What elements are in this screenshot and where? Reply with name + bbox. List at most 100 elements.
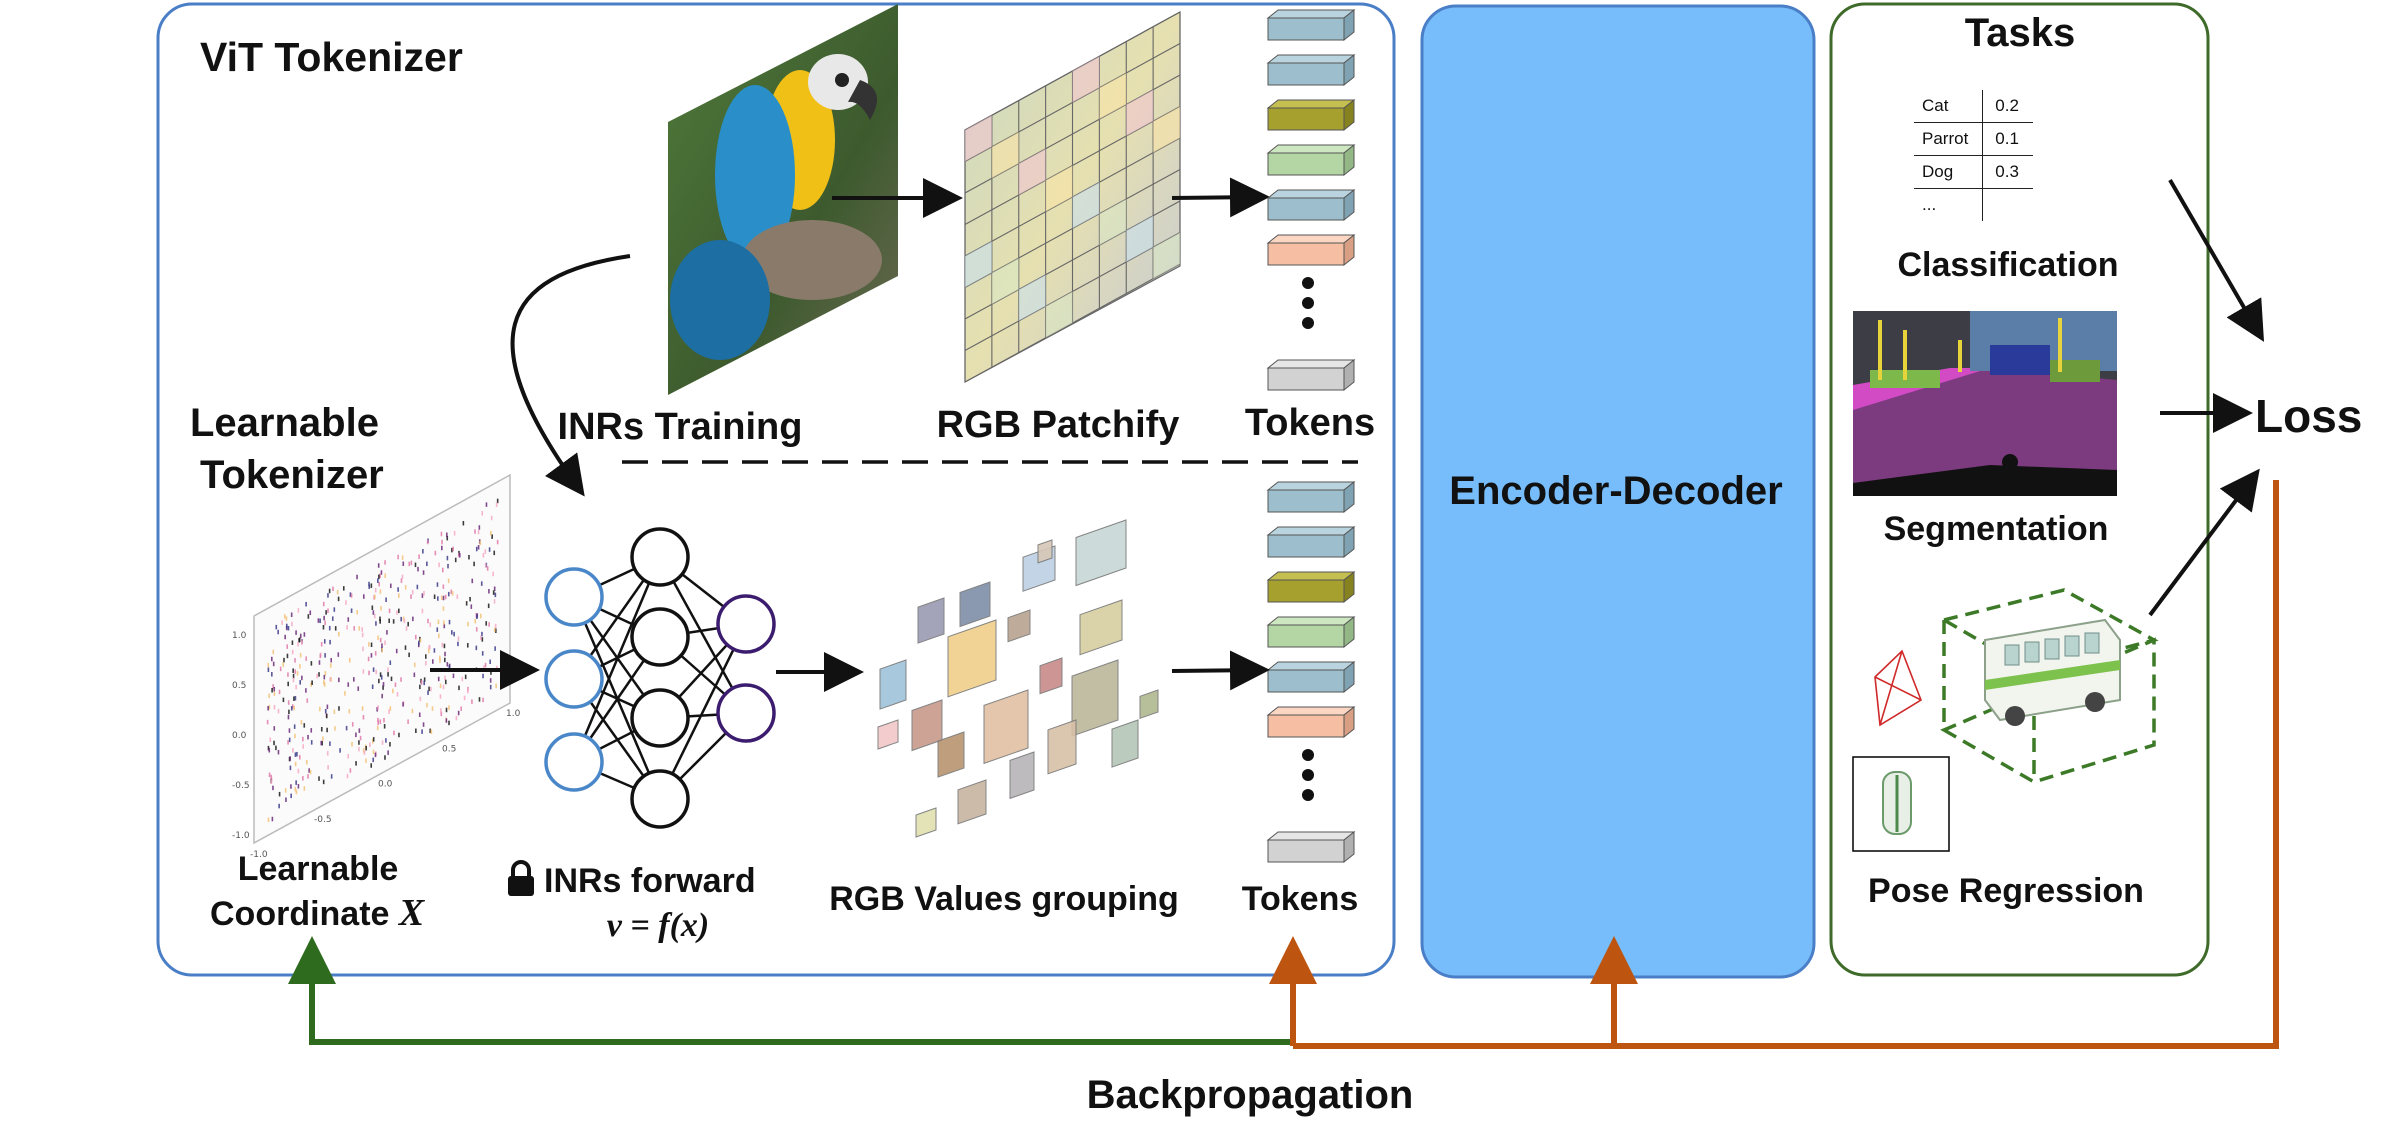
token-gray bbox=[1266, 358, 1356, 392]
token-olive bbox=[1266, 570, 1356, 604]
ellipsis-dot bbox=[1302, 317, 1314, 329]
arrow-patchify-to-tokens bbox=[1171, 177, 1270, 218]
token-stack-top bbox=[1266, 8, 1356, 392]
bus-model bbox=[1984, 618, 2121, 726]
tasks-title: Tasks bbox=[1964, 11, 2076, 55]
class-score: 0.3 bbox=[1982, 155, 2033, 189]
ellipsis-dot bbox=[1302, 277, 1314, 289]
rgb-group-patch bbox=[1039, 657, 1063, 695]
arrow-pose-to-loss bbox=[2148, 468, 2260, 617]
svg-text:-1.0: -1.0 bbox=[232, 831, 250, 841]
classification-row: ... bbox=[1914, 188, 2033, 221]
hidden-neuron bbox=[630, 769, 690, 829]
rgb-group-patch bbox=[1007, 609, 1031, 643]
rgb-group-patch bbox=[1139, 689, 1159, 720]
segmentation-label: Segmentation bbox=[1883, 510, 2109, 548]
token-green bbox=[1266, 615, 1356, 649]
inr-formula: v = f(x) bbox=[606, 907, 710, 944]
rgb-group-patch bbox=[1111, 719, 1139, 768]
hidden-neuron bbox=[630, 527, 690, 587]
hidden-neuron bbox=[630, 688, 690, 748]
tokens-top-label: Tokens bbox=[1244, 402, 1376, 444]
token-salmon bbox=[1266, 705, 1356, 739]
inrs-forward-text: INRs forward bbox=[544, 862, 756, 900]
rgb-group-patch bbox=[877, 719, 899, 750]
rgb-group-patch bbox=[879, 659, 907, 710]
rgb-values-grouping-label: RGB Values grouping bbox=[829, 880, 1179, 918]
svg-text:1.0: 1.0 bbox=[506, 709, 521, 719]
loss-label: Loss bbox=[2255, 390, 2363, 442]
rgb-group-patch bbox=[1079, 599, 1123, 656]
tasks-panel bbox=[1829, 2, 2210, 977]
rgb-group-patch bbox=[917, 597, 945, 644]
token-blue bbox=[1266, 8, 1356, 42]
hidden-neuron bbox=[630, 607, 690, 667]
class-score bbox=[1982, 188, 2033, 221]
token-blue bbox=[1266, 53, 1356, 87]
input-neuron bbox=[544, 649, 604, 709]
backpropagation-label: Backpropagation bbox=[1086, 1073, 1414, 1117]
segmentation-image bbox=[1853, 311, 2117, 496]
pose-regression-label: Pose Regression bbox=[1868, 872, 2144, 910]
class-name: Parrot bbox=[1914, 122, 1983, 156]
svg-text:-0.5: -0.5 bbox=[232, 781, 250, 791]
token-olive bbox=[1266, 98, 1356, 132]
svg-text:0.0: 0.0 bbox=[232, 731, 247, 741]
ellipsis-dot bbox=[1302, 297, 1314, 309]
class-name: ... bbox=[1922, 195, 1937, 214]
class-score: 0.2 bbox=[1982, 90, 2033, 123]
rgb-group-patch bbox=[937, 731, 965, 778]
arrow-grouping-to-tokens bbox=[1171, 650, 1270, 691]
inrs-forward-label: INRs forward bbox=[506, 860, 756, 901]
token-blue bbox=[1266, 188, 1356, 222]
learnable-tokenizer-title-2: Tokenizer bbox=[200, 453, 384, 497]
input-neuron bbox=[544, 567, 604, 627]
rgb-patchify-label: RGB Patchify bbox=[936, 404, 1180, 446]
ellipsis-dot bbox=[1302, 789, 1314, 801]
rgb-values-groups bbox=[877, 519, 1159, 838]
parrot-image bbox=[668, 4, 898, 395]
svg-text:-1.0: -1.0 bbox=[250, 850, 268, 860]
tokens-bottom-label: Tokens bbox=[1241, 880, 1359, 918]
encoder-decoder-label: Encoder-Decoder bbox=[1449, 469, 1783, 513]
classification-label: Classification bbox=[1897, 246, 2119, 284]
patchified-image bbox=[964, 10, 1181, 384]
arrow-classification-to-loss bbox=[2168, 178, 2265, 342]
rgb-group-patch bbox=[1071, 659, 1119, 737]
class-name: Cat bbox=[1914, 90, 1983, 123]
class-score: 0.1 bbox=[1982, 122, 2033, 156]
token-salmon bbox=[1266, 233, 1356, 267]
inr-network bbox=[544, 527, 776, 829]
rgb-group-patch bbox=[1009, 751, 1035, 800]
vit-tokenizer-title: ViT Tokenizer bbox=[200, 34, 463, 80]
token-blue bbox=[1266, 660, 1356, 694]
inrs-training-label: INRs Training bbox=[557, 406, 803, 448]
learnable-coordinate-label-2: Coordinate X bbox=[210, 892, 424, 936]
svg-text:0.5: 0.5 bbox=[232, 681, 246, 691]
learnable-coordinate-text: Coordinate bbox=[210, 895, 390, 933]
rgb-group-patch bbox=[959, 581, 991, 628]
backprop-green-path bbox=[288, 936, 1293, 1045]
rgb-group-patch bbox=[915, 807, 937, 838]
output-neuron bbox=[716, 594, 776, 654]
class-name: Dog bbox=[1914, 155, 1983, 189]
pose-regression-visual bbox=[1852, 588, 2159, 852]
token-green bbox=[1266, 143, 1356, 177]
backprop-orange-path bbox=[1293, 480, 2279, 1049]
token-blue bbox=[1266, 525, 1356, 559]
token-gray bbox=[1266, 830, 1356, 864]
lock-icon bbox=[508, 860, 534, 896]
token-stack-bottom bbox=[1266, 480, 1356, 864]
rgb-group-patch bbox=[983, 689, 1029, 765]
svg-text:0.0: 0.0 bbox=[378, 780, 393, 790]
rgb-group-patch bbox=[1037, 539, 1053, 564]
arrow-inr-training-curve bbox=[510, 254, 631, 497]
ellipsis-dot bbox=[1302, 769, 1314, 781]
input-neuron bbox=[544, 732, 604, 792]
